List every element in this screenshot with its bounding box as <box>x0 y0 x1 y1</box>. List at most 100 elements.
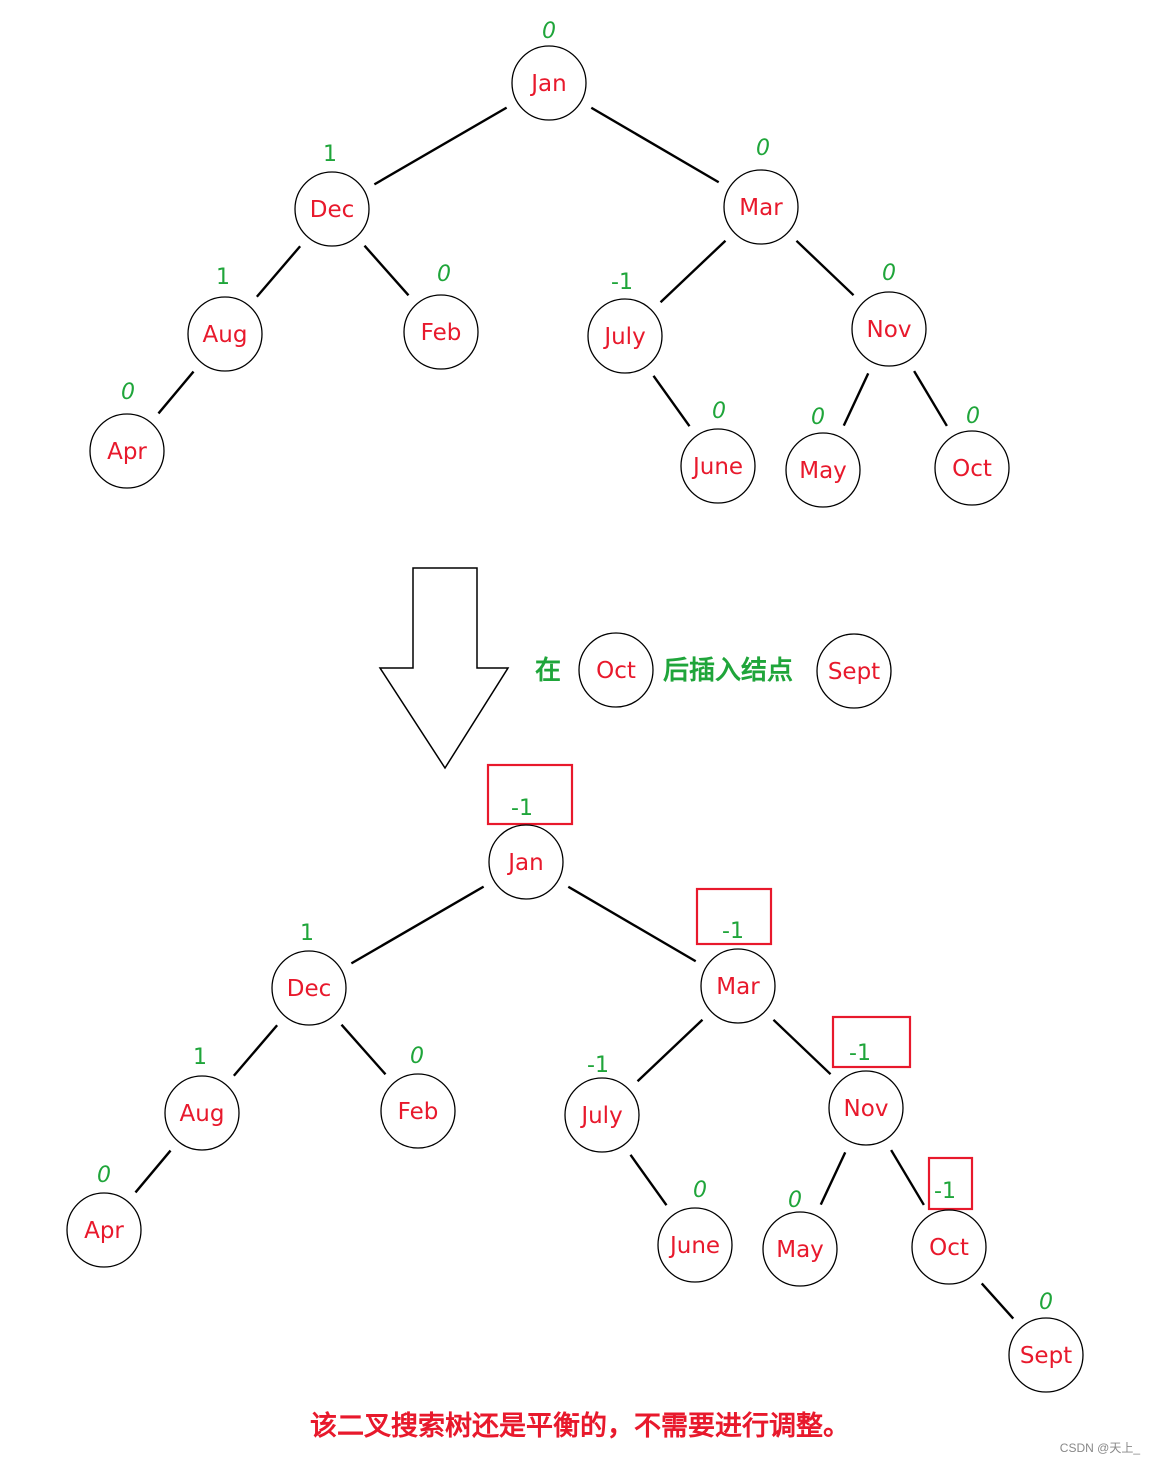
before-node-oct <box>934 430 1010 506</box>
before-node-dec <box>294 171 370 247</box>
after-node-june <box>657 1207 733 1283</box>
after-node-apr <box>66 1192 142 1268</box>
before-node-label-oct: Oct <box>952 456 992 482</box>
before-node-may <box>785 432 861 508</box>
before-edge-july-june <box>652 375 691 427</box>
after-edge-dec-feb <box>340 1023 387 1076</box>
after-node-feb <box>380 1073 456 1149</box>
before-balance-factor-jan: 0 <box>542 19 556 44</box>
after-node-label-feb: Feb <box>398 1099 439 1125</box>
after-node-label-june: June <box>668 1233 720 1259</box>
after-node-label-aug: Aug <box>180 1101 225 1127</box>
before-node-aug <box>187 296 263 372</box>
tree-before-insertion: Jan0Dec1Mar0Aug1Feb0July-1Nov0Apr0June0M… <box>89 19 1010 508</box>
before-balance-factor-mar: 0 <box>756 136 770 161</box>
after-node-may <box>762 1211 838 1287</box>
tree-after-insertion: Jan-1Dec1Mar-1Aug1Feb0July-1Nov-1Apr0Jun… <box>66 763 1084 1393</box>
step-text-insert: 后插入结点 <box>663 655 793 686</box>
after-balance-factor-aug: 1 <box>193 1045 207 1070</box>
after-node-jan <box>488 824 564 900</box>
before-edge-mar-nov <box>795 239 855 297</box>
after-highlight-box-jan <box>486 763 574 826</box>
after-node-nov <box>828 1070 904 1146</box>
after-node-aug <box>164 1075 240 1151</box>
step-text-in: 在 <box>535 656 561 686</box>
anchor-node-circle <box>578 632 654 708</box>
after-balance-factor-oct: -1 <box>934 1179 956 1204</box>
after-edge-jan-mar <box>567 885 697 963</box>
before-balance-factor-june: 0 <box>712 399 726 424</box>
after-node-label-sept: Sept <box>1020 1343 1072 1369</box>
after-balance-factor-jan: -1 <box>511 796 533 821</box>
before-node-jan <box>511 45 587 121</box>
before-node-mar <box>723 169 799 245</box>
after-node-label-jan: Jan <box>506 850 543 876</box>
before-node-apr <box>89 413 165 489</box>
after-node-label-nov: Nov <box>844 1096 889 1122</box>
after-node-july <box>564 1077 640 1153</box>
after-edge-dec-aug <box>232 1024 279 1077</box>
after-edge-aug-apr <box>134 1149 172 1194</box>
anchor-node-label: Oct <box>596 658 636 684</box>
after-highlight-box-nov <box>831 1015 912 1069</box>
before-balance-factor-aug: 1 <box>216 265 230 290</box>
before-balance-factor-may: 0 <box>811 405 825 430</box>
after-edge-jan-dec <box>350 885 485 965</box>
before-balance-factor-dec: 1 <box>323 142 337 167</box>
before-node-label-june: June <box>691 454 743 480</box>
after-balance-factor-may: 0 <box>788 1188 802 1213</box>
after-highlight-box-oct <box>927 1156 974 1211</box>
after-balance-factor-apr: 0 <box>97 1163 111 1188</box>
before-balance-factor-nov: 0 <box>882 261 896 286</box>
after-node-label-mar: Mar <box>716 974 760 1000</box>
before-edge-nov-may <box>842 372 870 427</box>
before-edge-jan-mar <box>590 106 720 184</box>
before-balance-factor-feb: 0 <box>437 262 451 287</box>
after-balance-factor-june: 0 <box>693 1178 707 1203</box>
before-node-label-feb: Feb <box>421 320 462 346</box>
after-balance-factor-july: -1 <box>587 1053 609 1078</box>
before-node-nov <box>851 291 927 367</box>
down-arrow-icon <box>378 567 510 770</box>
after-node-sept <box>1008 1317 1084 1393</box>
after-balance-factor-mar: -1 <box>722 919 744 944</box>
before-edge-jan-dec <box>373 106 508 186</box>
before-node-feb <box>403 294 479 370</box>
after-node-label-may: May <box>776 1237 824 1263</box>
before-balance-factor-apr: 0 <box>121 380 135 405</box>
after-edge-nov-oct <box>890 1149 925 1206</box>
before-balance-factor-july: -1 <box>611 270 633 295</box>
after-edge-nov-may <box>819 1151 847 1206</box>
before-node-label-july: July <box>602 324 645 350</box>
before-node-label-aug: Aug <box>203 322 248 348</box>
after-node-label-oct: Oct <box>929 1235 969 1261</box>
before-node-label-mar: Mar <box>739 195 783 221</box>
after-node-label-july: July <box>579 1103 622 1129</box>
before-edge-nov-oct <box>913 370 948 427</box>
after-balance-factor-dec: 1 <box>300 921 314 946</box>
before-node-label-dec: Dec <box>310 197 355 223</box>
before-edge-dec-aug <box>255 245 302 298</box>
after-edge-july-june <box>629 1154 668 1206</box>
before-edge-aug-apr <box>157 370 195 415</box>
after-node-dec <box>271 950 347 1026</box>
before-node-label-apr: Apr <box>107 439 147 465</box>
after-highlight-box-mar <box>695 887 773 946</box>
before-node-label-jan: Jan <box>529 71 566 97</box>
new-node-label: Sept <box>828 659 880 685</box>
after-edge-mar-nov <box>772 1018 832 1076</box>
insertion-step: 在 Oct 后插入结点 Sept <box>378 567 892 770</box>
after-balance-factor-nov: -1 <box>849 1041 871 1066</box>
after-balance-factor-feb: 0 <box>410 1044 424 1069</box>
after-balance-factor-sept: 0 <box>1039 1290 1053 1315</box>
after-node-mar <box>700 948 776 1024</box>
before-node-june <box>680 428 756 504</box>
watermark: CSDN @天上_ <box>1060 1441 1141 1455</box>
new-node-circle <box>816 633 892 709</box>
after-edge-mar-july <box>636 1018 704 1083</box>
after-node-label-apr: Apr <box>84 1218 124 1244</box>
result-caption: 该二叉搜索树还是平衡的，不需要进行调整。 <box>310 1410 850 1442</box>
before-edge-dec-feb <box>363 244 410 297</box>
after-node-oct <box>911 1209 987 1285</box>
